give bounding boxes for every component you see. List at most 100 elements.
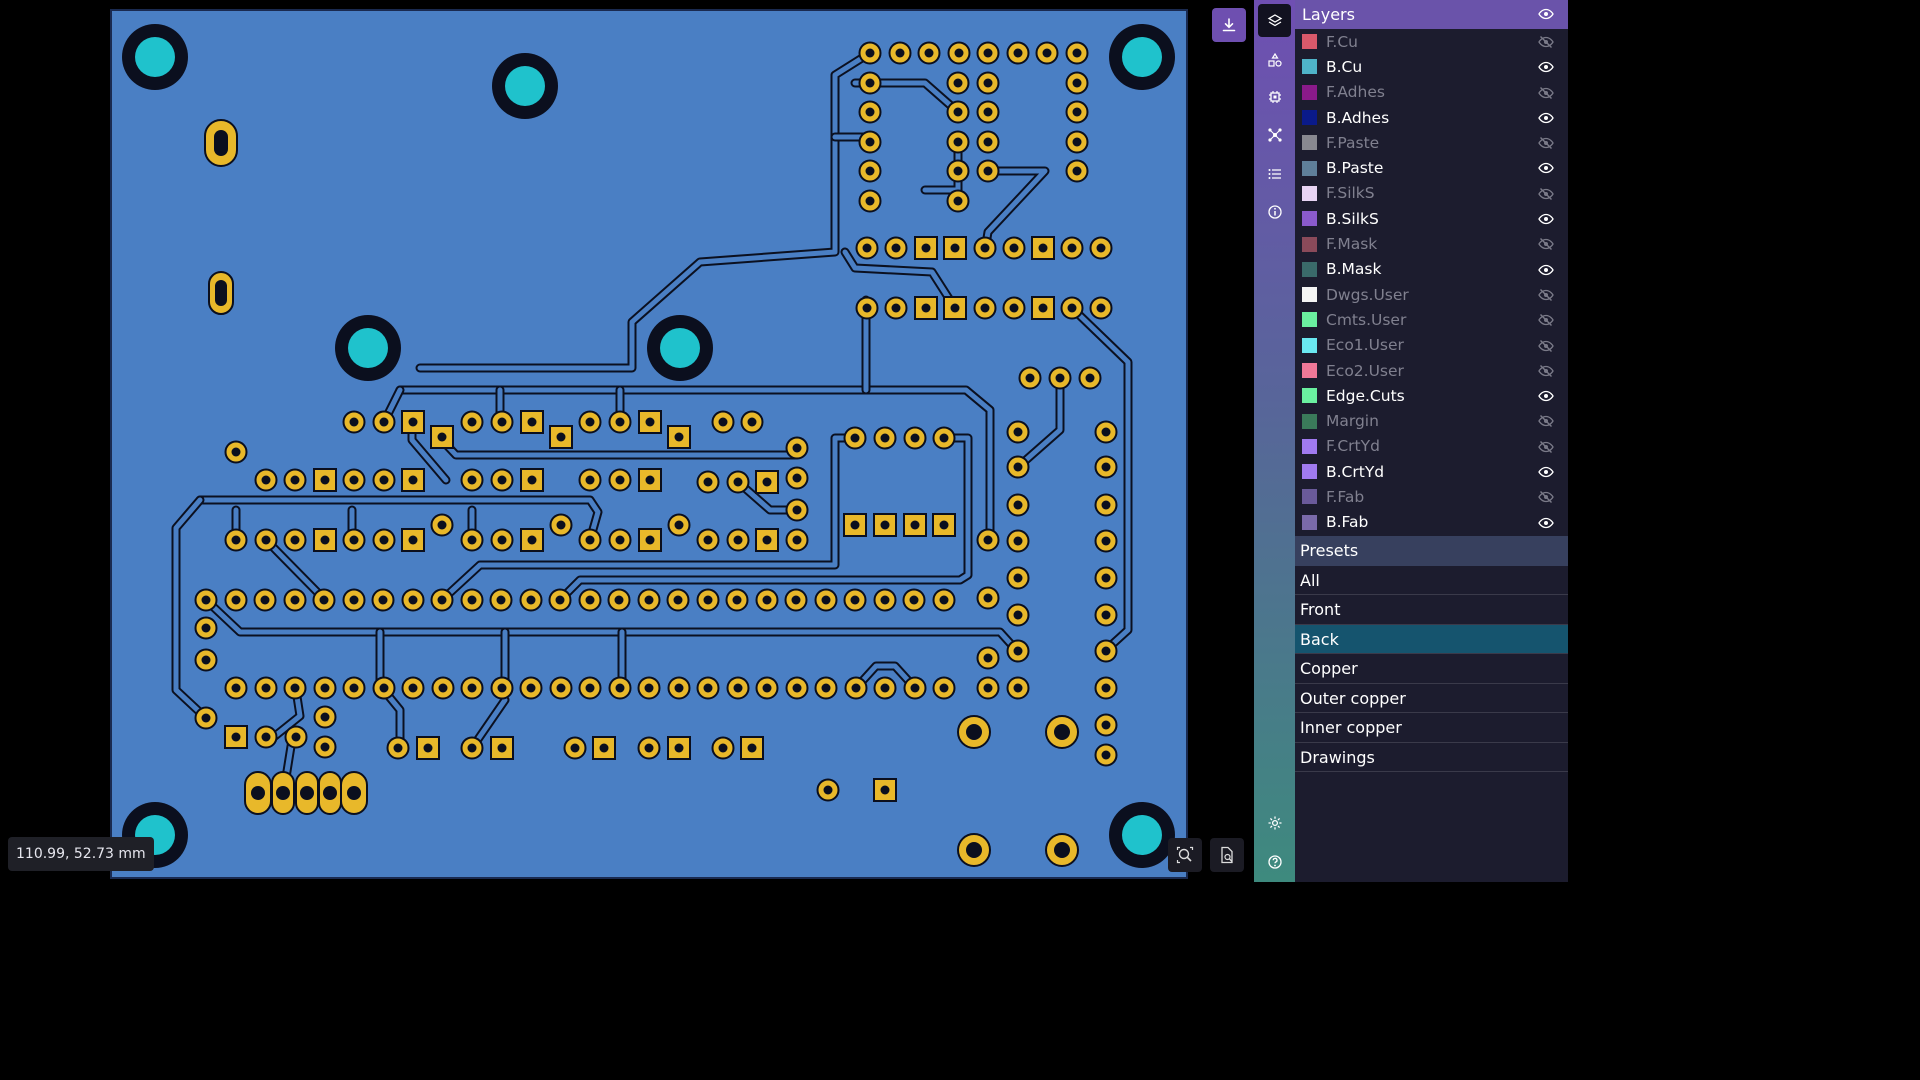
pad-drill (939, 683, 949, 693)
eye-off-icon[interactable] (1538, 135, 1554, 155)
preset-front[interactable]: Front (1295, 595, 1568, 625)
layer-color-swatch[interactable] (1302, 59, 1317, 75)
layer-color-swatch[interactable] (1302, 438, 1317, 454)
layer-row-f-paste[interactable]: F.Paste (1295, 130, 1568, 155)
layer-color-swatch[interactable] (1302, 34, 1317, 50)
layer-row-cmts-user[interactable]: Cmts.User (1295, 307, 1568, 332)
eye-off-icon[interactable] (1538, 312, 1554, 332)
layer-row-b-fab[interactable]: B.Fab (1295, 510, 1568, 535)
info-tab-button[interactable] (1258, 195, 1291, 228)
pad-drill (437, 595, 447, 605)
objects-tab-button[interactable] (1258, 43, 1291, 76)
layer-row-eco2-user[interactable]: Eco2.User (1295, 358, 1568, 383)
zoom-fit-button[interactable] (1168, 838, 1202, 872)
pad-drill (349, 475, 359, 485)
eye-off-icon[interactable] (1538, 236, 1554, 256)
pad-drill (556, 520, 566, 530)
layer-row-b-silks[interactable]: B.SilkS (1295, 206, 1568, 231)
layer-row-f-silks[interactable]: F.SilkS (1295, 181, 1568, 206)
pad-drill (1042, 48, 1052, 58)
eye-icon[interactable] (1538, 110, 1554, 130)
eye-icon[interactable] (1538, 160, 1554, 180)
eye-off-icon[interactable] (1538, 287, 1554, 307)
layer-color-swatch[interactable] (1302, 312, 1317, 328)
eye-icon[interactable] (1538, 59, 1554, 79)
pad-drill (1072, 166, 1082, 176)
eye-icon[interactable] (1538, 6, 1554, 26)
layer-row-b-mask[interactable]: B.Mask (1295, 257, 1568, 282)
eye-off-icon[interactable] (1538, 439, 1554, 459)
eye-off-icon[interactable] (1538, 338, 1554, 358)
layer-color-swatch[interactable] (1302, 160, 1317, 176)
layer-row-eco1-user[interactable]: Eco1.User (1295, 333, 1568, 358)
pad-drill (924, 48, 934, 58)
eye-off-icon[interactable] (1538, 489, 1554, 509)
eye-off-icon[interactable] (1538, 413, 1554, 433)
layer-row-f-crtyd[interactable]: F.CrtYd (1295, 434, 1568, 459)
pad-drill (762, 683, 772, 693)
eye-off-icon[interactable] (1538, 363, 1554, 383)
info-icon (1267, 204, 1282, 219)
layer-row-b-paste[interactable]: B.Paste (1295, 155, 1568, 180)
preset-back[interactable]: Back (1295, 624, 1568, 655)
pad-drill (585, 535, 595, 545)
layers-panel-header[interactable]: Layers (1295, 0, 1568, 29)
eye-off-icon[interactable] (1538, 186, 1554, 206)
pcb-canvas[interactable] (0, 0, 1254, 882)
pad-drill (290, 535, 300, 545)
preset-inner-copper[interactable]: Inner copper (1295, 713, 1568, 743)
eye-off-icon[interactable] (1538, 34, 1554, 54)
layer-row-margin[interactable]: Margin (1295, 408, 1568, 433)
layer-row-b-adhes[interactable]: B.Adhes (1295, 105, 1568, 130)
preset-copper[interactable]: Copper (1295, 654, 1568, 684)
layer-color-swatch[interactable] (1302, 211, 1317, 227)
layer-row-f-mask[interactable]: F.Mask (1295, 231, 1568, 256)
layer-color-swatch[interactable] (1302, 236, 1317, 252)
settings-button[interactable] (1258, 806, 1291, 839)
pad-drill (349, 417, 359, 427)
view-page-button[interactable] (1210, 838, 1244, 872)
preset-all[interactable]: All (1295, 565, 1568, 596)
layer-color-swatch[interactable] (1302, 413, 1317, 429)
layer-color-swatch[interactable] (1302, 84, 1317, 100)
layer-color-swatch[interactable] (1302, 388, 1317, 404)
eye-off-icon[interactable] (1538, 85, 1554, 105)
layer-color-swatch[interactable] (1302, 135, 1317, 151)
layer-color-swatch[interactable] (1302, 337, 1317, 353)
layer-color-swatch[interactable] (1302, 363, 1317, 378)
properties-tab-button[interactable] (1258, 157, 1291, 190)
eye-icon[interactable] (1538, 262, 1554, 282)
layer-row-edge-cuts[interactable]: Edge.Cuts (1295, 383, 1568, 408)
preset-outer-copper[interactable]: Outer copper (1295, 683, 1568, 714)
layer-color-swatch[interactable] (1302, 464, 1317, 480)
layer-row-dwgs-user[interactable]: Dwgs.User (1295, 282, 1568, 307)
layer-color-swatch[interactable] (1302, 514, 1317, 530)
pad-drill (201, 595, 211, 605)
layer-row-f-cu[interactable]: F.Cu (1295, 29, 1568, 54)
eye-icon[interactable] (1538, 211, 1554, 231)
layers-tab-button[interactable] (1258, 4, 1291, 37)
layer-row-f-fab[interactable]: F.Fab (1295, 484, 1568, 509)
eye-icon[interactable] (1538, 515, 1554, 535)
layer-row-f-adhes[interactable]: F.Adhes (1295, 80, 1568, 105)
layer-color-swatch[interactable] (1302, 185, 1317, 201)
help-button[interactable] (1258, 845, 1291, 878)
layer-color-swatch[interactable] (1302, 261, 1317, 277)
preset-drawings[interactable]: Drawings (1295, 742, 1568, 773)
footprints-tab-button[interactable] (1258, 80, 1291, 113)
pad-drill (526, 595, 536, 605)
pad-drill (1025, 373, 1035, 383)
nets-tab-button[interactable] (1258, 118, 1291, 151)
eye-icon[interactable] (1538, 464, 1554, 484)
chip-icon (1268, 90, 1281, 103)
layer-color-swatch[interactable] (1302, 287, 1317, 303)
eye-icon[interactable] (1538, 388, 1554, 408)
layer-color-swatch[interactable] (1302, 110, 1317, 126)
layer-color-swatch[interactable] (1302, 489, 1317, 505)
board-viewer[interactable]: 110.99, 52.73 mm (0, 0, 1254, 882)
download-button[interactable] (1212, 8, 1246, 42)
pad-drill (880, 595, 890, 605)
layer-row-b-cu[interactable]: B.Cu (1295, 54, 1568, 79)
pad-drill (408, 417, 418, 427)
layer-row-b-crtyd[interactable]: B.CrtYd (1295, 459, 1568, 484)
